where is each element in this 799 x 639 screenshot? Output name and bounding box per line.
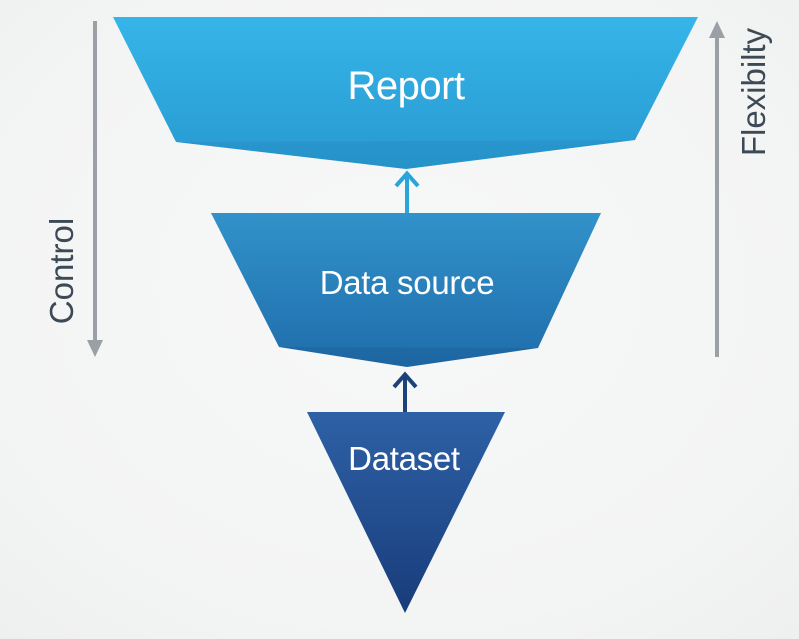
dataset-label: Dataset (348, 440, 460, 477)
datasource-label: Data source (320, 264, 495, 301)
flexibility-label: Flexibilty (735, 27, 772, 156)
control-axis: Control (43, 21, 103, 357)
arrow-dataset-to-datasource-icon (392, 371, 418, 412)
report-label: Report (347, 64, 464, 108)
flexibility-axis: Flexibilty (709, 21, 772, 357)
datasource-shape (211, 213, 601, 367)
arrow-up-icon (709, 21, 725, 38)
report-shape-fold (176, 140, 635, 169)
funnel-level-dataset: Dataset (307, 412, 505, 613)
control-label: Control (43, 218, 80, 324)
funnel-level-datasource: Data source (211, 213, 601, 367)
arrow-datasource-to-report-icon (394, 170, 420, 213)
datasource-shape-fold (279, 347, 538, 367)
report-shape (113, 17, 698, 169)
dataset-shape (307, 412, 505, 613)
arrow-down-icon (87, 340, 103, 357)
funnel-level-report: Report (113, 17, 698, 169)
